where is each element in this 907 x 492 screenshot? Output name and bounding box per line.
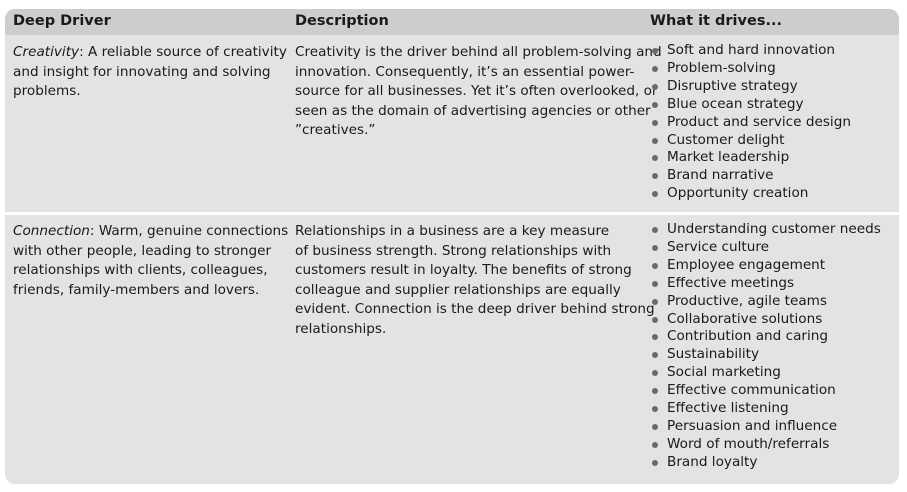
list-item: Opportunity creation <box>650 185 895 203</box>
bullet-icon <box>652 227 658 233</box>
description-line: Creativity is the driver behind all prob… <box>295 44 662 60</box>
list-item: Effective meetings <box>650 275 895 293</box>
driver-line: Connection: Warm, genuine connections <box>13 223 289 239</box>
driver-line: friends, family-members and lovers. <box>13 281 260 298</box>
list-item: Sustainability <box>650 346 895 364</box>
description-line: Relationships in a business are a key me… <box>295 223 610 239</box>
driver-name: Connection <box>13 223 90 239</box>
list-item: Service culture <box>650 239 895 257</box>
row-connection-driver: Connection: Warm, genuine connections wi… <box>13 222 289 300</box>
description-line: relationships. <box>295 320 387 337</box>
list-item: Brand narrative <box>650 167 895 185</box>
bullet-icon <box>652 388 658 395</box>
bullet-icon <box>652 101 658 108</box>
description-line: customers result in loyalty. The benefit… <box>295 262 632 279</box>
bullet-icon <box>652 334 658 341</box>
list-item: Blue ocean strategy <box>650 96 895 114</box>
driver-line: and insight for innovating and solving <box>13 63 271 80</box>
description-line: of business strength. Strong relationshi… <box>295 242 612 259</box>
row-creativity-driver: Creativity: A reliable source of creativ… <box>13 43 287 102</box>
list-item: Disruptive strategy <box>650 78 895 96</box>
list-item: Understanding customer needs <box>650 221 895 239</box>
bullet-icon <box>652 191 658 198</box>
header-deep-driver: Deep Driver <box>13 13 111 29</box>
list-item: Employee engagement <box>650 257 895 275</box>
bullet-icon <box>652 155 658 162</box>
list-item: Persuasion and influence <box>650 418 895 436</box>
bullet-icon <box>652 83 658 90</box>
bullet-icon <box>652 119 658 126</box>
bullet-icon <box>652 459 658 466</box>
row-connection-description: Relationships in a business are a key me… <box>295 222 655 340</box>
driver-name: Creativity <box>13 44 80 60</box>
list-item: Collaborative solutions <box>650 311 895 329</box>
row-divider <box>5 212 899 215</box>
bullet-icon <box>652 173 658 180</box>
driver-line: relationships with clients, colleagues, <box>13 262 268 279</box>
list-item: Social marketing <box>650 364 895 382</box>
bullet-icon <box>652 280 658 287</box>
row-connection-drives-list: Understanding customer needs Service cul… <box>650 221 895 472</box>
header-description: Description <box>295 13 389 29</box>
list-item: Problem-solving <box>650 60 895 78</box>
driver-line: with other people, leading to stronger <box>13 242 272 259</box>
bullet-icon <box>652 441 658 448</box>
bullet-icon <box>652 370 658 377</box>
deep-drivers-table: Deep Driver Description What it drives..… <box>5 9 899 484</box>
row-creativity-description: Creativity is the driver behind all prob… <box>295 43 662 141</box>
list-item: Customer delight <box>650 132 895 150</box>
bullet-icon <box>652 406 658 413</box>
bullet-icon <box>652 298 658 305</box>
bullet-icon <box>652 48 658 54</box>
bullet-icon <box>652 316 658 323</box>
bullet-icon <box>652 423 658 430</box>
list-item: Brand loyalty <box>650 454 895 472</box>
list-item: Market leadership <box>650 149 895 167</box>
list-item: Effective communication <box>650 382 895 400</box>
description-line: innovation. Consequently, it’s an essent… <box>295 63 635 80</box>
list-item: Product and service design <box>650 114 895 132</box>
list-item: Word of mouth/referrals <box>650 436 895 454</box>
driver-line: Creativity: A reliable source of creativ… <box>13 44 287 60</box>
list-item: Soft and hard innovation <box>650 42 895 60</box>
row-creativity-drives-list: Soft and hard innovation Problem-solving… <box>650 42 895 203</box>
driver-line: problems. <box>13 83 81 100</box>
bullet-icon <box>652 65 658 72</box>
bullet-icon <box>652 244 658 251</box>
list-item: Effective listening <box>650 400 895 418</box>
description-line: evident. Connection is the deep driver b… <box>295 301 655 318</box>
bullet-icon <box>652 137 658 144</box>
description-line: colleague and supplier relationships are… <box>295 281 621 298</box>
description-line: seen as the domain of advertising agenci… <box>295 102 651 119</box>
list-item: Productive, agile teams <box>650 293 895 311</box>
description-line: source for all businesses. Yet it’s ofte… <box>295 83 658 100</box>
list-item: Contribution and caring <box>650 328 895 346</box>
header-what-it-drives: What it drives... <box>650 13 782 29</box>
bullet-icon <box>652 352 658 359</box>
description-line: ”creatives.” <box>295 122 376 139</box>
bullet-icon <box>652 262 658 269</box>
table-header-row: Deep Driver Description What it drives..… <box>5 9 899 35</box>
